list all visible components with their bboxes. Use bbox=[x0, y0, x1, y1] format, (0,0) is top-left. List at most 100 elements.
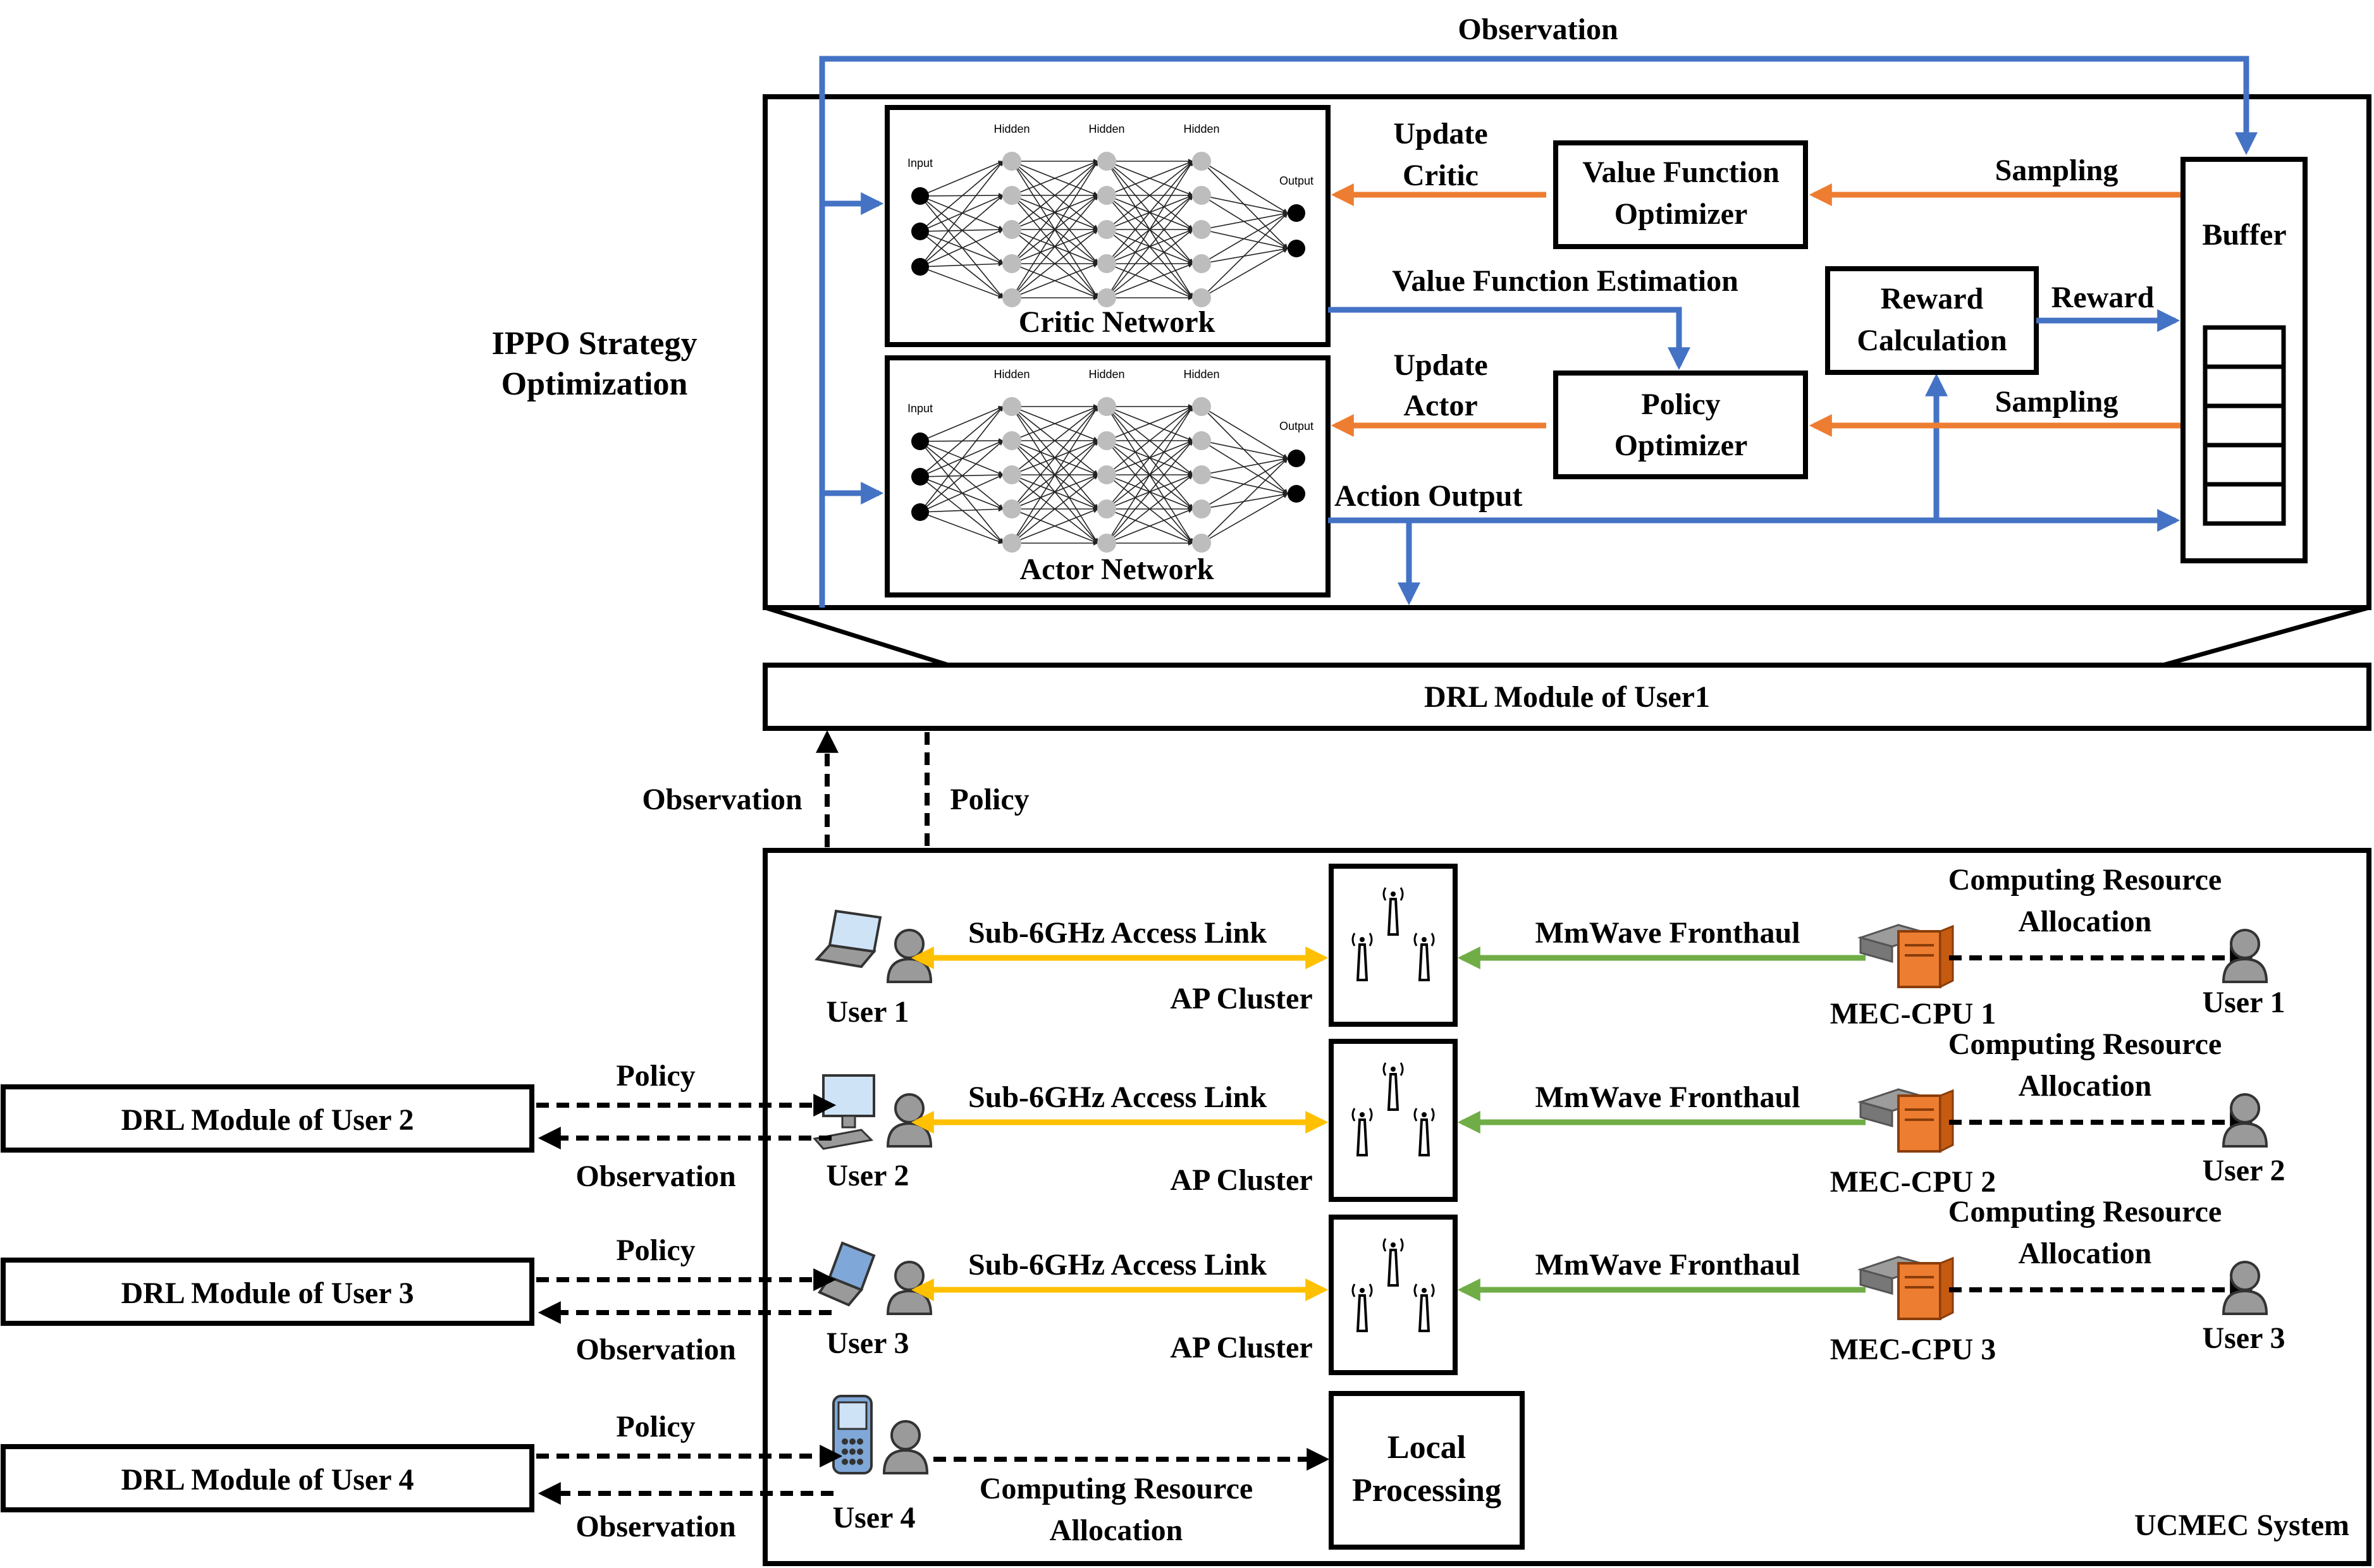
nn-connection bbox=[1201, 458, 1288, 510]
allocation-label-line2: Allocation bbox=[2019, 1237, 2152, 1270]
nn-connection bbox=[1201, 211, 1288, 230]
nn-node bbox=[1097, 431, 1116, 450]
nn-node bbox=[1097, 534, 1116, 553]
reward-label: Reward bbox=[2051, 281, 2155, 314]
nn-connection bbox=[919, 406, 1004, 513]
nn-connection bbox=[1201, 440, 1288, 494]
nn-connection bbox=[919, 195, 1004, 298]
ap-cluster-box bbox=[1329, 864, 1458, 1027]
nn-connection bbox=[1011, 406, 1098, 475]
access-link-label: Sub-6GHz Access Link bbox=[968, 1248, 1267, 1282]
remote-user-person-icon bbox=[2222, 929, 2268, 983]
nn-node bbox=[1002, 397, 1021, 416]
nn-connection bbox=[919, 476, 1004, 510]
remote-user-label: User 2 bbox=[2202, 1154, 2285, 1187]
nn-node bbox=[1192, 288, 1211, 307]
nn-node bbox=[1192, 431, 1211, 450]
nn-connection bbox=[1201, 406, 1288, 459]
value-optimizer-line1: Value Function bbox=[1582, 156, 1780, 189]
update-critic-line2: Critic bbox=[1403, 159, 1479, 192]
nn-node bbox=[1097, 397, 1116, 416]
drl-module-user1-box bbox=[763, 663, 2371, 731]
nn-node bbox=[1192, 397, 1211, 416]
nn-connection bbox=[1201, 248, 1288, 298]
nn-output-label: Output bbox=[1279, 420, 1313, 432]
nn-node bbox=[1097, 186, 1116, 205]
ap-cluster-label: AP Cluster bbox=[1170, 982, 1312, 1015]
user3-observation-label: Observation bbox=[575, 1333, 735, 1366]
drl-module-user2-box bbox=[1, 1084, 534, 1153]
nn-connection bbox=[1011, 508, 1098, 544]
observation-top-label: Observation bbox=[1458, 13, 1618, 46]
local-processing-box bbox=[1329, 1391, 1525, 1550]
nn-node bbox=[1097, 288, 1116, 307]
nn-node bbox=[1002, 220, 1021, 239]
nn-connection bbox=[919, 195, 1004, 231]
nn-node bbox=[1097, 152, 1116, 171]
zoom-connector-right bbox=[2162, 605, 2370, 668]
nn-connection bbox=[1106, 262, 1193, 298]
fronthaul-label: MmWave Fronthaul bbox=[1535, 1081, 1800, 1114]
nn-connection bbox=[919, 195, 1004, 267]
nn-connection bbox=[1201, 493, 1288, 544]
nn-hidden-label: Hidden bbox=[1088, 123, 1124, 135]
nn-node bbox=[1002, 152, 1021, 171]
nn-connection bbox=[919, 161, 1004, 197]
drl-module-user1-label: DRL Module of User1 bbox=[1424, 680, 1710, 714]
user2-observation-label: Observation bbox=[575, 1160, 735, 1193]
nn-node bbox=[911, 258, 929, 276]
ippo-strategy-line1: IPPO Strategy bbox=[492, 326, 698, 362]
buffer-slot bbox=[2203, 482, 2286, 526]
access-link-label: Sub-6GHz Access Link bbox=[968, 1081, 1267, 1114]
nn-node bbox=[1192, 499, 1211, 518]
nn-input-label: Input bbox=[907, 157, 933, 169]
value-estimation-label: Value Function Estimation bbox=[1392, 264, 1738, 298]
remote-user-person-icon bbox=[2222, 1261, 2268, 1315]
nn-connection bbox=[1106, 406, 1193, 510]
drl-module-user4-label: DRL Module of User 4 bbox=[121, 1463, 414, 1497]
nn-output-label: Output bbox=[1279, 175, 1313, 187]
nn-hidden-label: Hidden bbox=[1088, 368, 1124, 381]
drl-module-user3-box bbox=[1, 1258, 534, 1326]
nn-node bbox=[1192, 152, 1211, 171]
buffer-slot bbox=[2203, 403, 2286, 448]
nn-connection bbox=[919, 261, 1004, 267]
nn-node bbox=[1288, 485, 1305, 503]
mec-cpu-label: MEC-CPU 2 bbox=[1830, 1165, 1996, 1199]
nn-connection bbox=[919, 161, 1004, 232]
local-processing-line1: Local bbox=[1387, 1430, 1466, 1466]
user4-alloc-line1: Computing Resource bbox=[980, 1472, 1253, 1505]
user4-label: User 4 bbox=[832, 1501, 915, 1534]
user2-policy-label: Policy bbox=[616, 1059, 695, 1093]
reward-calc-line1: Reward bbox=[1881, 282, 1984, 315]
nn-connection bbox=[919, 511, 1004, 544]
user1-policy-label: Policy bbox=[950, 783, 1029, 816]
remote-user-person-icon bbox=[2222, 1093, 2268, 1148]
nn-connection bbox=[1011, 406, 1098, 510]
nn-connection bbox=[919, 440, 1004, 513]
nn-hidden-label: Hidden bbox=[993, 368, 1030, 381]
user4-alloc-line2: Allocation bbox=[1050, 1514, 1183, 1547]
remote-user-label: User 1 bbox=[2202, 986, 2285, 1019]
nn-node bbox=[1002, 431, 1021, 450]
nn-node bbox=[911, 187, 929, 205]
nn-connection bbox=[1106, 440, 1193, 544]
nn-connection bbox=[1106, 406, 1193, 475]
drl-module-user4: DRL Module of User 4 Policy Observation bbox=[1, 1410, 843, 1543]
nn-node bbox=[1097, 254, 1116, 273]
nn-node bbox=[1288, 204, 1305, 222]
nn-connection bbox=[1201, 474, 1288, 496]
user1-observation-label: Observation bbox=[642, 783, 802, 816]
nn-connection bbox=[919, 474, 1004, 513]
nn-node bbox=[911, 468, 929, 486]
nn-input-label: Input bbox=[907, 402, 933, 415]
nn-connection bbox=[919, 231, 1004, 265]
nn-connection bbox=[919, 441, 1004, 510]
nn-connection bbox=[1106, 474, 1193, 544]
remote-user-label: User 3 bbox=[2202, 1321, 2285, 1355]
nn-connection bbox=[919, 476, 1004, 544]
ap-cluster-label: AP Cluster bbox=[1170, 1163, 1312, 1197]
nn-connection bbox=[1201, 161, 1288, 214]
